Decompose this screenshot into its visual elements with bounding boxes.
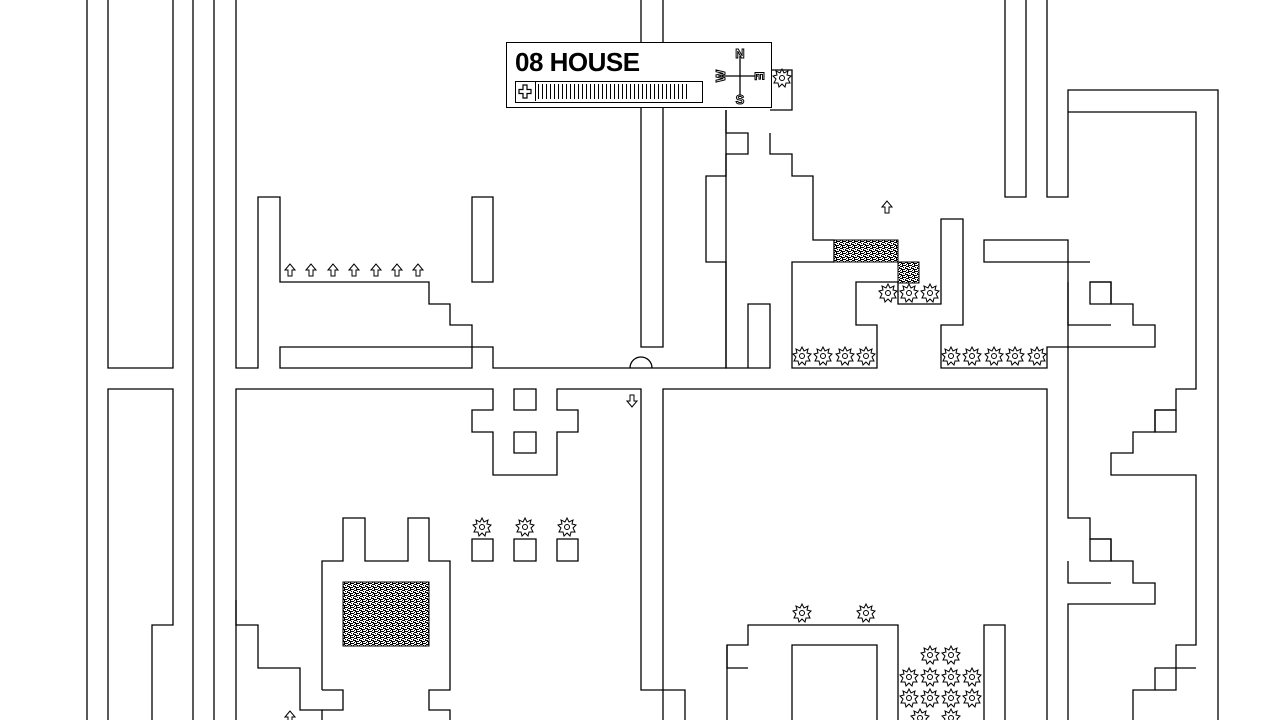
gear-icon xyxy=(941,708,961,720)
compass-icon: N S E W xyxy=(713,46,768,106)
wall xyxy=(513,431,537,454)
wall xyxy=(471,196,494,283)
gear-icon xyxy=(557,517,577,537)
arrow-up-icon xyxy=(412,263,424,277)
wall xyxy=(640,0,664,348)
doorway-arch xyxy=(629,356,653,369)
wall xyxy=(791,644,878,720)
gear-icon xyxy=(878,283,898,303)
wall xyxy=(1067,561,1111,584)
spike-hazards xyxy=(472,68,1047,720)
gear-icon xyxy=(899,688,919,708)
arrow-up-icon xyxy=(370,263,382,277)
gear-icon xyxy=(1005,346,1025,366)
wall xyxy=(1067,281,1156,720)
gear-icon xyxy=(856,346,876,366)
gear-icon xyxy=(920,688,940,708)
gear-icon xyxy=(962,346,982,366)
gear-icon xyxy=(515,517,535,537)
gear-icon xyxy=(941,667,961,687)
gear-icon xyxy=(941,688,961,708)
health-plus-icon xyxy=(516,82,536,101)
wall xyxy=(1067,282,1111,326)
wall xyxy=(1089,538,1112,562)
gear-icon xyxy=(920,283,940,303)
wall xyxy=(235,388,686,720)
gear-icon xyxy=(813,346,833,366)
gear-icon xyxy=(984,346,1004,366)
level-hud: 08 HOUSE N S E W xyxy=(506,42,772,108)
gear-icon xyxy=(835,346,855,366)
health-fill xyxy=(538,84,690,99)
static-block xyxy=(833,239,899,263)
wall xyxy=(235,600,323,720)
arrow-down-icon xyxy=(626,394,638,408)
wall xyxy=(769,133,1090,369)
arrow-up-icon xyxy=(284,710,296,720)
wall xyxy=(1046,0,1219,720)
arrow-up-icon xyxy=(391,263,403,277)
wall xyxy=(705,110,771,369)
wall xyxy=(1155,667,1196,691)
arrow-up-icon xyxy=(881,200,893,214)
gear-icon xyxy=(941,346,961,366)
wall xyxy=(1004,0,1027,198)
wall xyxy=(513,538,537,562)
wall xyxy=(662,388,1048,720)
compass-south: S xyxy=(736,92,745,106)
wall xyxy=(107,0,174,369)
gear-icon xyxy=(941,645,961,665)
gear-icon xyxy=(856,603,876,623)
gear-icon xyxy=(899,283,919,303)
wall xyxy=(279,346,473,369)
wall xyxy=(235,0,727,369)
wall xyxy=(321,517,451,720)
gear-icon xyxy=(962,688,982,708)
gear-icon xyxy=(772,68,792,88)
static-block xyxy=(342,581,430,647)
static-block xyxy=(897,261,920,284)
gear-icon xyxy=(792,603,812,623)
level-title: 08 HOUSE xyxy=(515,47,640,77)
gear-icon xyxy=(920,645,940,665)
level-walls xyxy=(86,0,1219,720)
wall xyxy=(1068,111,1197,720)
compass-west: W xyxy=(713,69,728,82)
health-bar xyxy=(515,81,703,103)
arrow-up-icon xyxy=(348,263,360,277)
wall xyxy=(513,388,537,411)
wall xyxy=(1089,281,1112,305)
gear-icon xyxy=(920,667,940,687)
gear-icon xyxy=(899,667,919,687)
gear-icon xyxy=(962,667,982,687)
wall xyxy=(322,689,344,711)
wall xyxy=(726,624,899,720)
compass-north: N xyxy=(735,46,744,61)
arrow-up-icon xyxy=(305,263,317,277)
gear-icon xyxy=(472,517,492,537)
wall xyxy=(726,645,748,669)
wall xyxy=(983,624,1006,720)
wall xyxy=(556,538,579,562)
arrow-up-icon xyxy=(284,263,296,277)
wall xyxy=(471,538,494,562)
compass-east: E xyxy=(752,72,767,81)
wall xyxy=(1154,409,1177,433)
wall xyxy=(107,388,174,720)
arrow-up-icon xyxy=(327,263,339,277)
gear-icon xyxy=(792,346,812,366)
gear-icon xyxy=(910,708,930,720)
gear-icon xyxy=(1027,346,1047,366)
